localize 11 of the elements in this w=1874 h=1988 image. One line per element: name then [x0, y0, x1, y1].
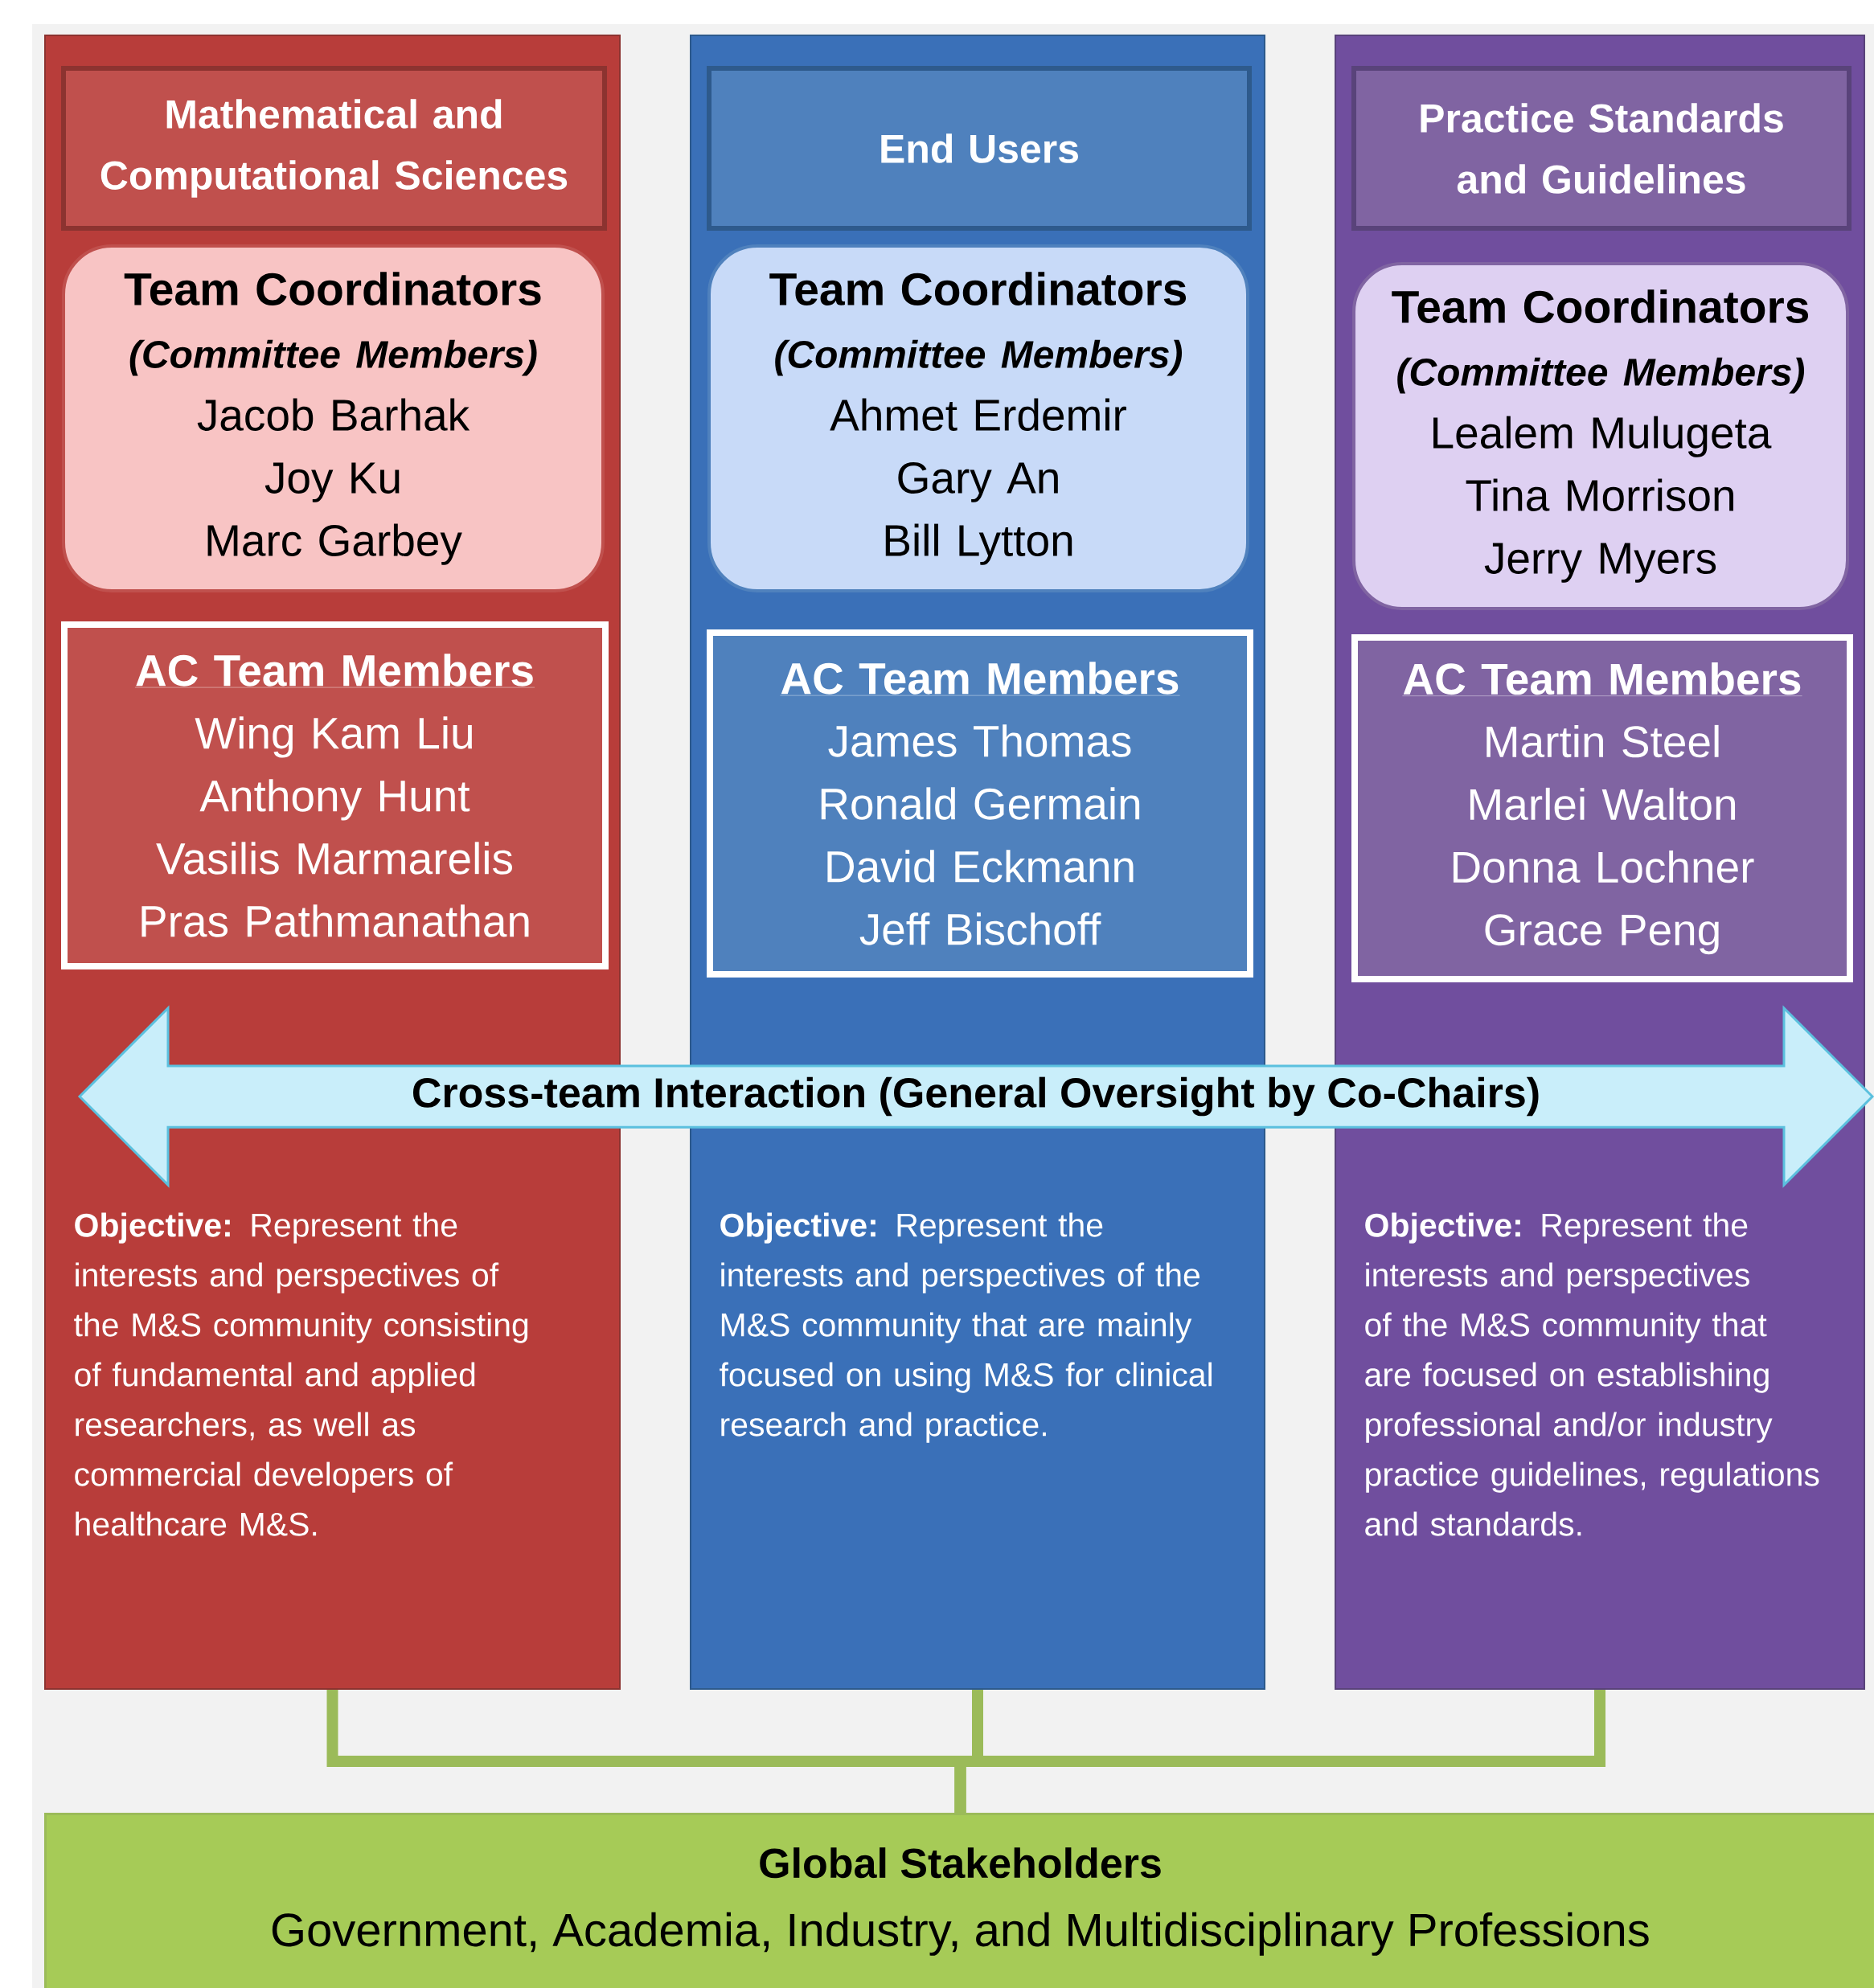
coordinators-box: Team Coordinators (Committee Members) Ahmet Erdemir Gary An Bill Lytton — [707, 244, 1249, 592]
header-box: End Users — [707, 66, 1252, 231]
coordinators-box: Team Coordinators (Committee Members) Lealem Mulugeta Tina Morrison Jerry Myers — [1352, 262, 1849, 610]
header-box: Mathematical and Computational Sciences — [61, 66, 607, 231]
coordinators-box: Team Coordinators (Committee Members) Jacob Barhak Joy Ku Marc Garbey — [62, 244, 605, 592]
stakeholders-box: Global Stakeholders Government, Academia, Industry, and Multidisciplinary Professions — [44, 1813, 1874, 1988]
header-box: Practice Standards and Guidelines — [1351, 66, 1851, 231]
connector-line — [954, 1690, 1605, 1813]
members-box: AC Team Members James Thomas Ronald Germain David Eckmann Jeff Bischoff — [707, 629, 1253, 978]
members-box: AC Team Members Martin Steel Marlei Walton Donna Lochner Grace Peng — [1351, 634, 1853, 982]
members-box: AC Team Members Wing Kam Liu Anthony Hunt Vasilis Marmarelis Pras Pathmanathan — [61, 621, 609, 969]
